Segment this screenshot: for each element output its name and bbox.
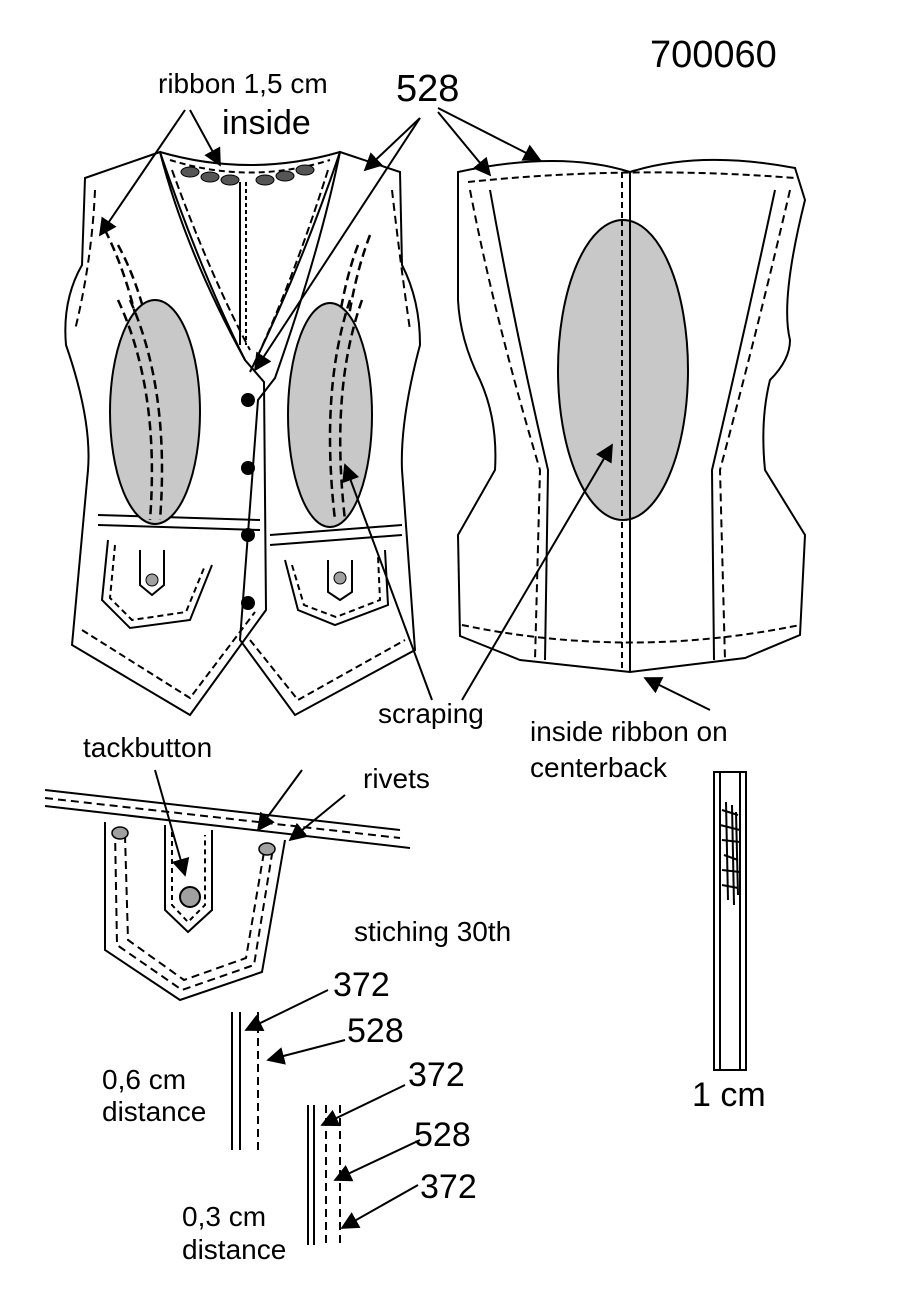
button-1 (241, 393, 255, 407)
label-stitching: stiching 30th (354, 916, 512, 947)
thread-372-a: 372 (333, 966, 390, 1004)
pocket-right (284, 549, 390, 627)
button-3 (241, 528, 255, 542)
distance-03-line2: distance (182, 1234, 287, 1265)
pocket-detail (44, 789, 411, 1002)
distance-06-line1: 0,6 cm (102, 1064, 187, 1095)
article-number: 700060 (650, 34, 777, 76)
tackbutton-icon (179, 886, 201, 908)
stitch-detail-03 (307, 1105, 341, 1245)
ribbon-inside-collar (180, 164, 315, 186)
label-ribbon: ribbon 1,5 cm (158, 68, 328, 99)
front-left-panel (64, 150, 268, 717)
distance-03-line1: 0,3 cm (182, 1201, 267, 1232)
vest-front (64, 150, 422, 717)
distance-06-line2: distance (102, 1096, 207, 1127)
button-4 (241, 596, 255, 610)
collar (159, 151, 341, 166)
thread-528-b: 528 (414, 1116, 471, 1154)
thread-372-b: 372 (408, 1056, 465, 1094)
pocket-tab (164, 825, 213, 934)
label-inside-ribbon-2: centerback (530, 752, 667, 783)
label-rivets: rivets (363, 763, 430, 794)
ribbon-swatch (713, 771, 747, 1071)
thread-528-a: 528 (347, 1012, 404, 1050)
pocket-body (104, 822, 286, 1002)
rivet-left-icon (111, 826, 129, 840)
label-inside: inside (222, 104, 311, 142)
ribbon-width-label: 1 cm (692, 1076, 766, 1114)
label-inside-ribbon-1: inside ribbon on (530, 716, 728, 747)
front-buttons (241, 393, 255, 610)
scraping-area-front-left (109, 299, 201, 525)
button-2 (241, 461, 255, 475)
stitch-detail-06 (231, 1012, 259, 1150)
back-outline (456, 158, 807, 674)
rivet-right-icon (258, 842, 276, 856)
collar-inner (169, 159, 331, 174)
label-tackbutton: tackbutton (83, 732, 213, 763)
pocket-left (100, 539, 213, 630)
label-scraping: scraping (378, 698, 484, 729)
callout-arrows (98, 107, 711, 711)
thread-372-c: 372 (420, 1168, 477, 1206)
front-right-panel (238, 150, 422, 717)
label-thread-528-top: 528 (396, 68, 460, 110)
